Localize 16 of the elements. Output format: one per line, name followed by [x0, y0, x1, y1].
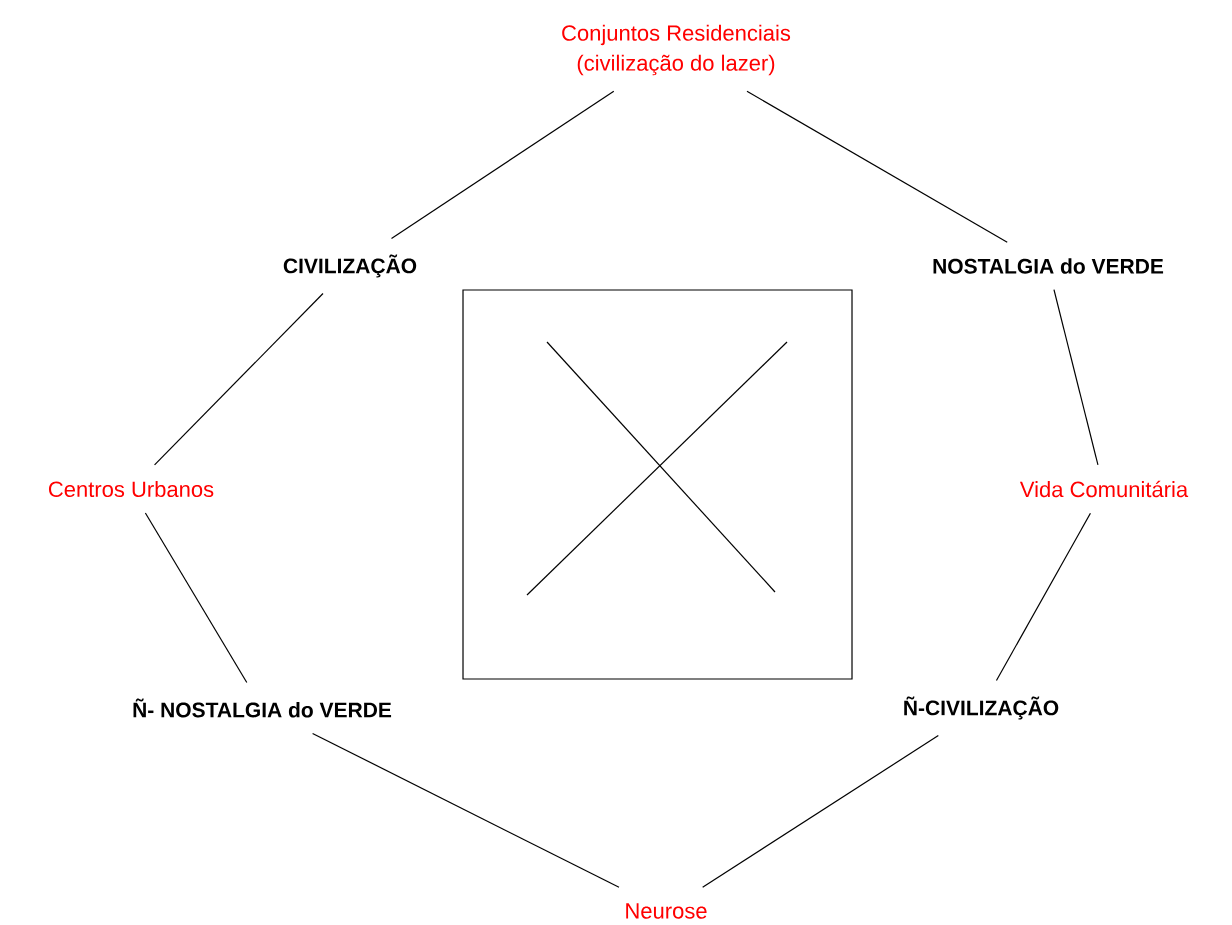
- connector-line: [154, 292, 324, 466]
- connector-line: [1053, 289, 1099, 466]
- pole-label: CIVILIZAÇÃO: [283, 254, 417, 278]
- connector-line: [390, 90, 615, 240]
- term-label: Centros Urbanos: [48, 480, 214, 498]
- connector-line: [746, 90, 1008, 243]
- pole-label: NOSTALGIA do VERDE: [933, 258, 1164, 274]
- pole-label: Ñ-CIVILIZAÇÃO: [904, 696, 1059, 720]
- connector-line: [702, 734, 939, 888]
- pole-label: Ñ- NOSTALGIA do VERDE: [133, 698, 392, 718]
- term-label: Conjuntos Residenciais (civilização do lazer): [562, 24, 791, 76]
- connector-line: [312, 732, 620, 888]
- connector-line: [144, 512, 248, 684]
- term-label: Neurose: [626, 903, 707, 919]
- term-label: Vida Comunitária: [1019, 480, 1189, 498]
- connector-line: [995, 512, 1091, 682]
